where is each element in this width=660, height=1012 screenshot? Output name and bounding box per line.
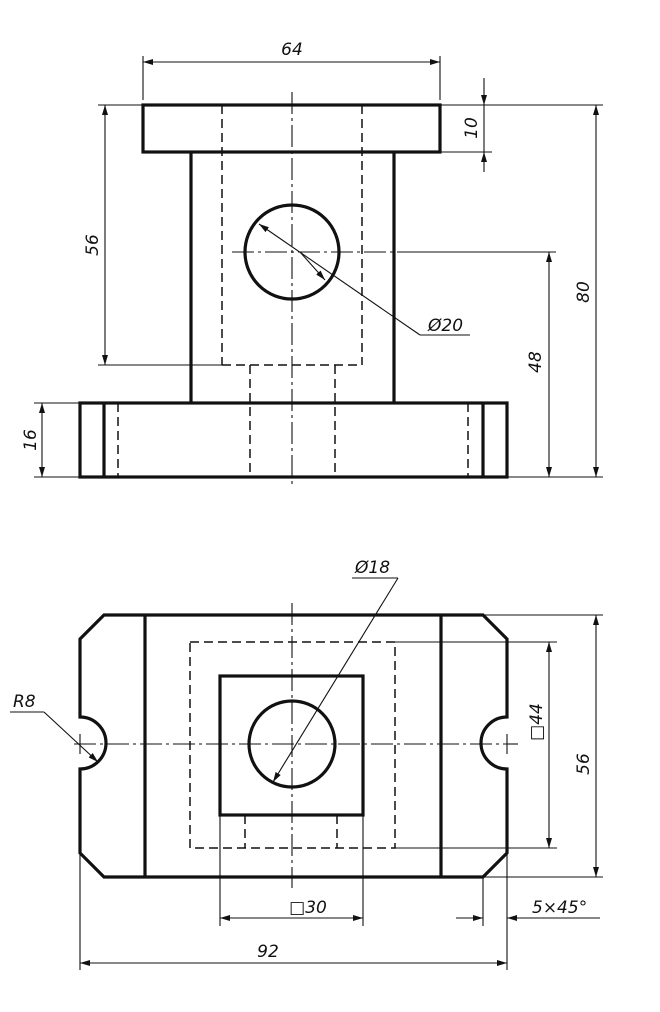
dim-chamfer-label: 5×45° xyxy=(532,898,587,918)
dim-16-label: 16 xyxy=(21,429,41,451)
dim-20-arrow-inner xyxy=(299,251,326,281)
dim-18-label: Ø18 xyxy=(354,558,390,578)
dim-56-top-label: 56 xyxy=(574,753,594,775)
dim-80-label: 80 xyxy=(574,281,594,303)
dim-18-leader xyxy=(272,577,399,783)
dim-R8-label: R8 xyxy=(13,692,36,712)
dim-56-front-label: 56 xyxy=(83,234,103,256)
dim-20-leader xyxy=(258,223,421,336)
dim-10-label: 10 xyxy=(462,117,482,139)
dim-92-label: 92 xyxy=(257,942,279,962)
dim-20-label: Ø20 xyxy=(427,316,463,336)
dim-48-label: 48 xyxy=(526,351,546,373)
front-view: 64 10 56 Ø20 48 80 16 xyxy=(21,40,603,488)
dim-64-label: 64 xyxy=(281,40,303,60)
dim-44-label: □44 xyxy=(527,703,547,741)
dim-30-label: □30 xyxy=(289,898,327,918)
dim-R8-leader xyxy=(43,711,99,763)
top-view: Ø18 R8 □44 56 □30 5×45° 92 xyxy=(10,558,603,970)
front-base xyxy=(78,401,509,479)
